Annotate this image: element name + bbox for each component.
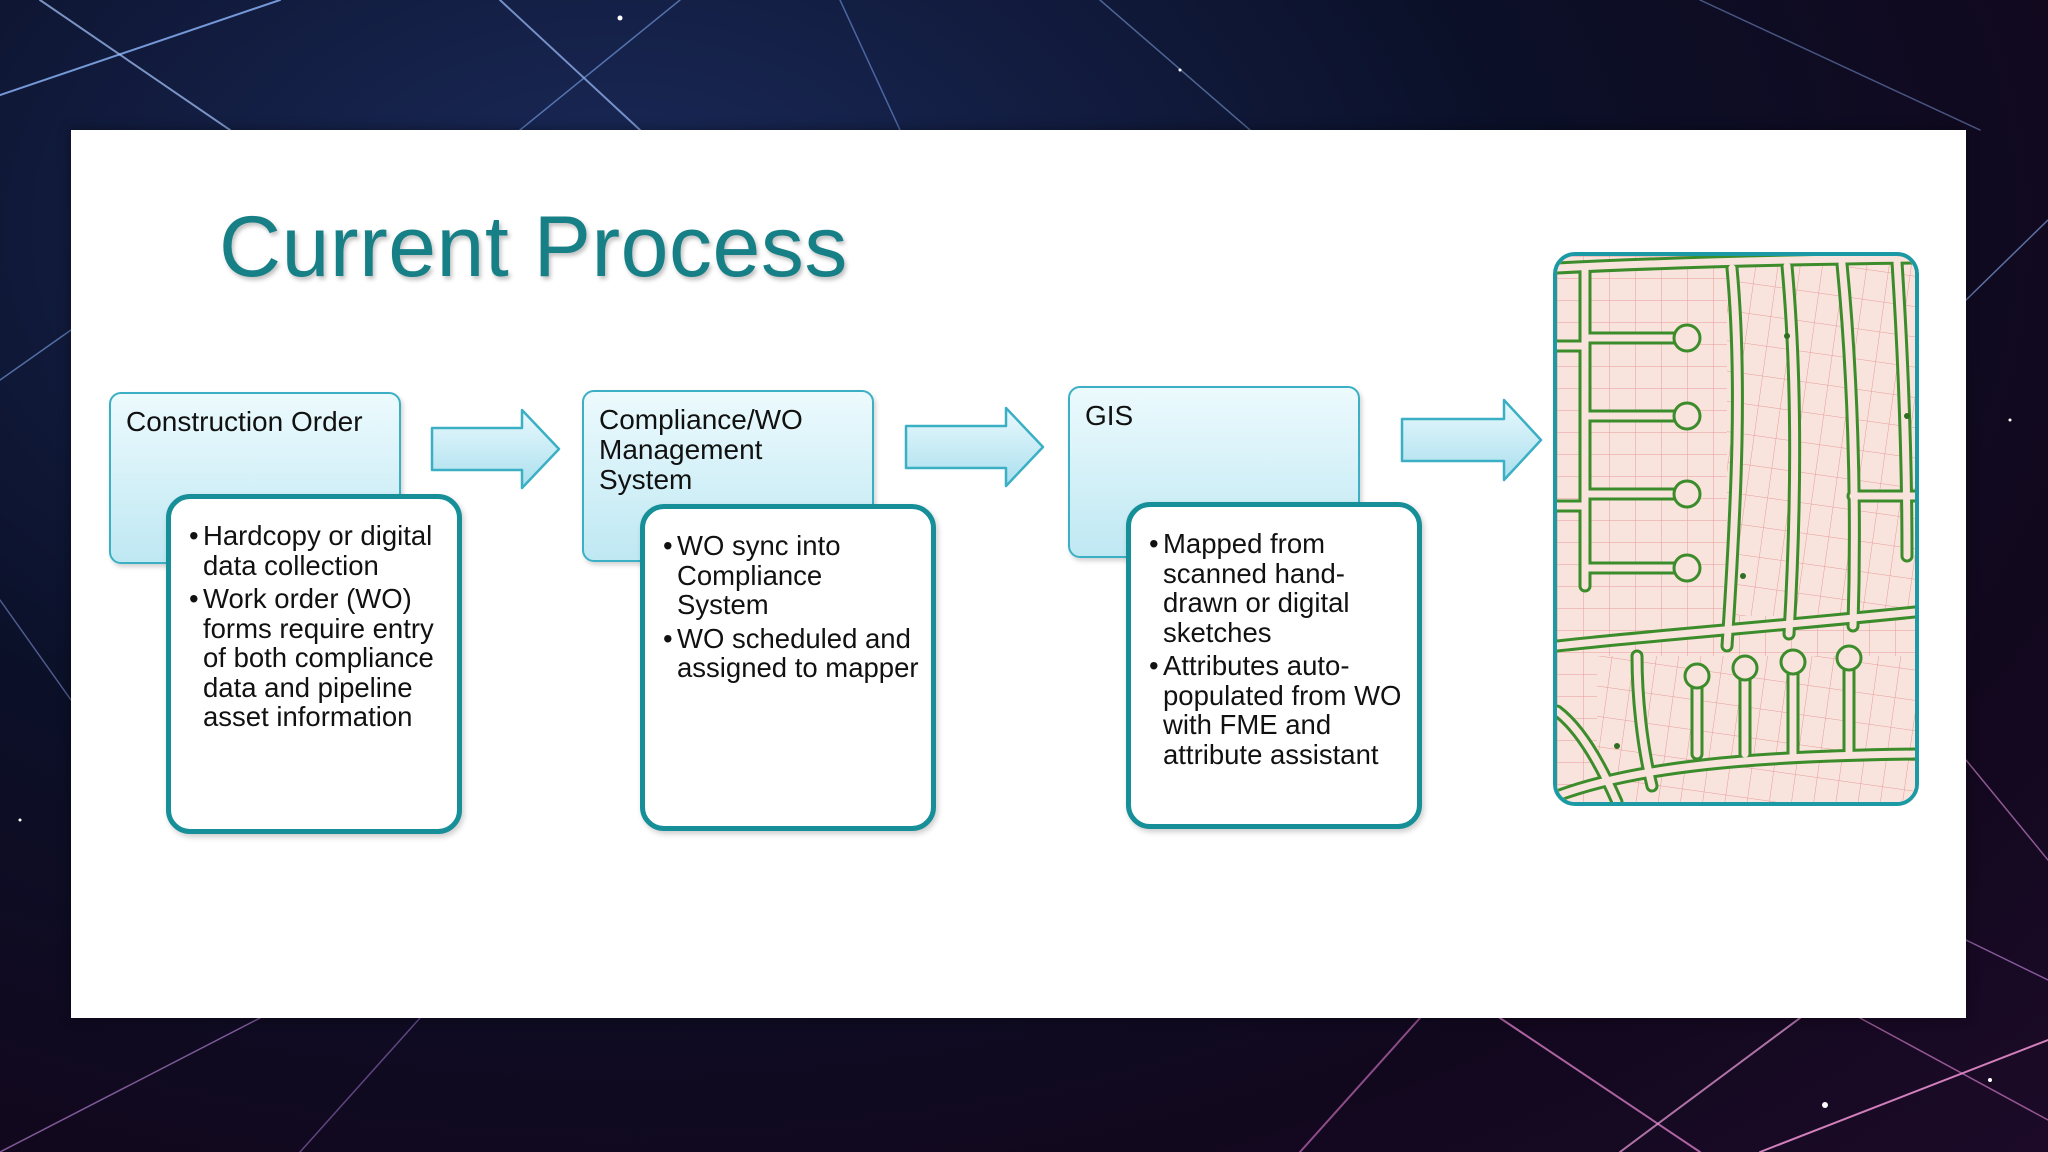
detail-item: WO sync into Compliance System [663,531,919,620]
right-arrow-icon [904,406,1045,488]
detail-item: Attributes auto-populated from WO with F… [1149,651,1405,769]
slide-title: Current Process [219,199,848,295]
detail-item: Work order (WO) forms require entry of b… [189,584,445,732]
detail-list: Mapped from scanned hand-drawn or digita… [1149,529,1405,769]
detail-item: Hardcopy or digital data collection [189,521,445,580]
right-arrow-icon [1400,398,1543,482]
detail-card-construction-order: Hardcopy or digital data collection Work… [166,494,462,834]
detail-list: Hardcopy or digital data collection Work… [189,521,445,732]
step-label: Compliance/WO Management System [599,404,803,495]
detail-list: WO sync into Compliance System WO schedu… [663,531,919,683]
detail-item: WO scheduled and assigned to mapper [663,623,919,683]
detail-card-gis: Mapped from scanned hand-drawn or digita… [1126,502,1422,829]
detail-card-compliance-wo: WO sync into Compliance System WO schedu… [640,504,936,831]
slide: Current Process Construction Order Hardc… [71,130,1966,1018]
parcel-map-drawing [1557,256,1915,802]
step-label: GIS [1085,400,1134,431]
parcel-map-image [1553,252,1919,806]
detail-item: Mapped from scanned hand-drawn or digita… [1149,529,1405,647]
right-arrow-icon [430,408,561,490]
step-label: Construction Order [126,406,363,437]
